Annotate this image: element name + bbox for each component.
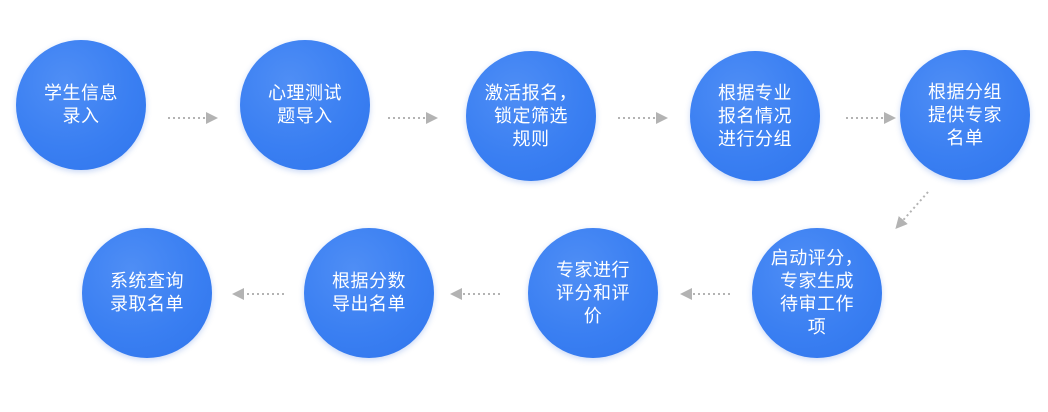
flow-arrow-5 — [895, 191, 929, 229]
step-node-9: 系统查询 录取名单 — [82, 228, 212, 358]
step-node-5: 根据分组 提供专家 名单 — [900, 50, 1030, 180]
step-node-2: 心理测试 题导入 — [240, 40, 370, 170]
step-label-9: 系统查询 录取名单 — [110, 271, 184, 315]
step-node-3: 激活报名， 锁定筛选 规则 — [466, 51, 596, 181]
step-label-4: 根据专业 报名情况 进行分组 — [718, 82, 792, 150]
step-node-8: 根据分数 导出名单 — [304, 228, 434, 358]
step-label-5: 根据分组 提供专家 名单 — [928, 81, 1002, 149]
step-label-1: 学生信息 录入 — [44, 83, 118, 127]
step-label-8: 根据分数 导出名单 — [332, 271, 406, 315]
step-node-7: 专家进行 评分和评 价 — [528, 228, 658, 358]
step-label-2: 心理测试 题导入 — [268, 83, 342, 127]
step-node-1: 学生信息 录入 — [16, 40, 146, 170]
step-label-6: 启动评分， 专家生成 待审工作 项 — [770, 248, 864, 338]
step-label-7: 专家进行 评分和评 价 — [556, 259, 630, 327]
step-label-3: 激活报名， 锁定筛选 规则 — [484, 82, 578, 150]
step-node-4: 根据专业 报名情况 进行分组 — [690, 51, 820, 181]
step-node-6: 启动评分， 专家生成 待审工作 项 — [752, 228, 882, 358]
